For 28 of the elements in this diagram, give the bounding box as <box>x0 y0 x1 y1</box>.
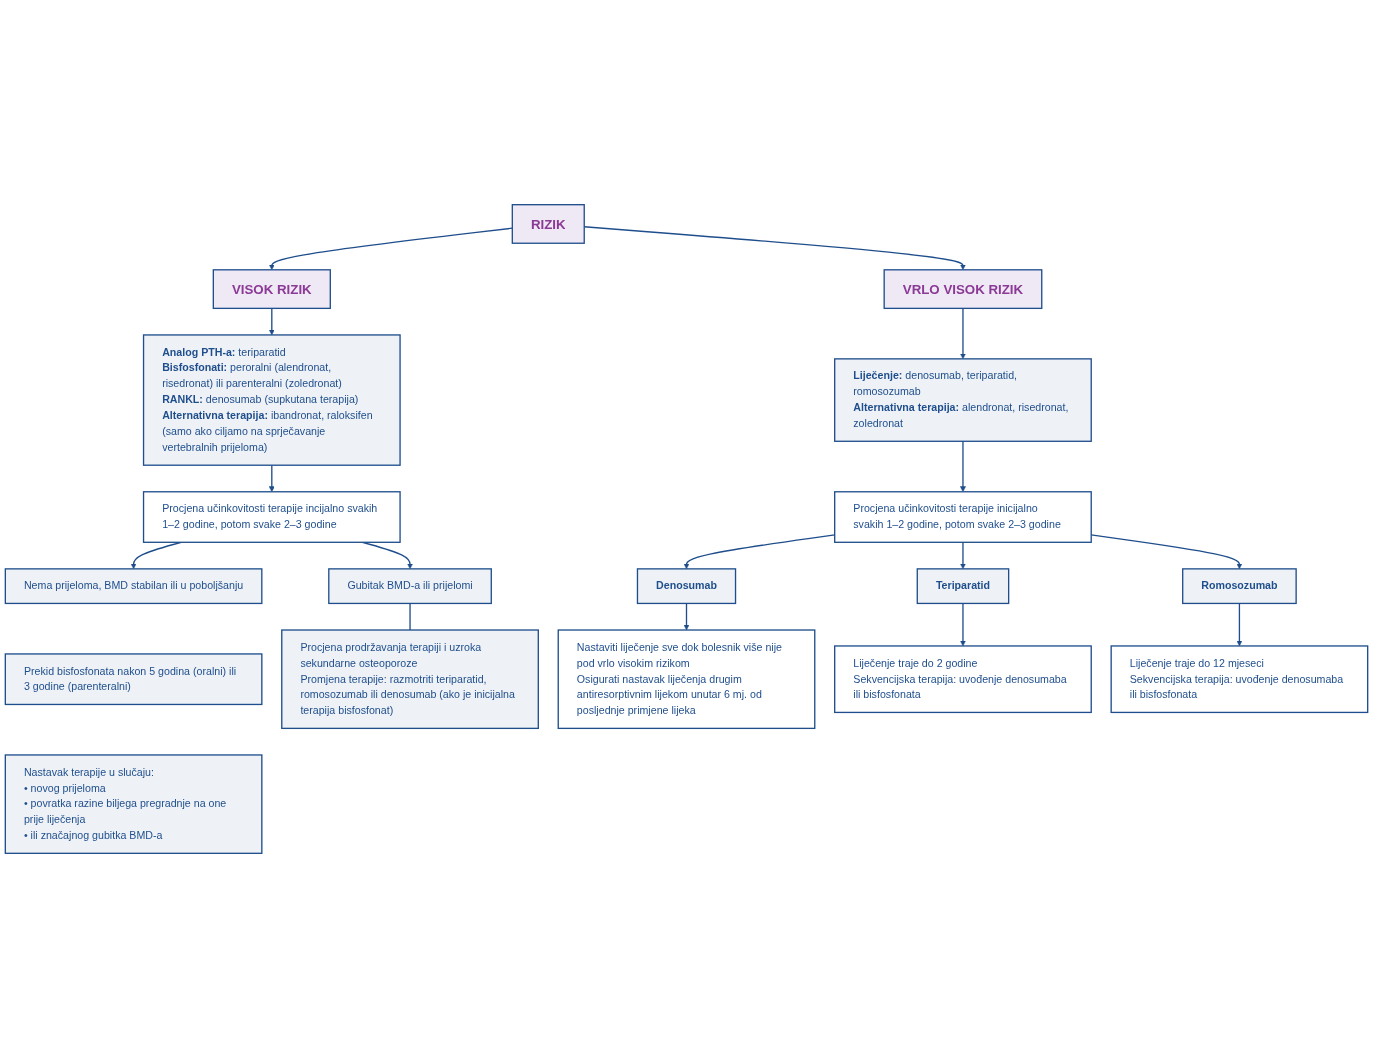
arrow <box>960 307 966 360</box>
arrow <box>268 464 275 493</box>
connector <box>409 602 411 631</box>
node-box: Romosozumab <box>1182 568 1297 605</box>
node-box: Analog PTH-a: teriparatid Bisfosfonati: peroralni (alendronat, risedronat) ili parenteralni (zoledronat) RANKL: denosumab (supkutana terapija) Alternativna terapija: ibandronat, raloksifen (samo ako ciljamo na sprječavanje vertebralnih prijeloma) <box>142 334 401 466</box>
node-box: Liječenje traje do 2 godine Sekvencijska terapija: uvođenje denosumaba ili bisfosfonata <box>834 645 1092 714</box>
arrow <box>268 227 513 271</box>
arrow <box>268 307 275 336</box>
node-box: RIZIK <box>511 204 585 244</box>
node-box: Liječenje: denosumab, teriparatid, romosozumab Alternativna terapija: alendronat, risedronat, zoledronat <box>834 358 1092 442</box>
node-box: Prekid bisfosfonata nakon 5 godina (oralni) ili 3 godine (parenteralni) <box>4 653 263 706</box>
node-box: Nastavak terapije u slučaju: • novog prijeloma • povratka razine biljega pregradnje na one prije liječenja • ili značajnog gubitka BMD-a <box>4 754 263 854</box>
arrow <box>683 602 690 631</box>
node-box: Gubitak BMD-a ili prijelomi <box>328 568 492 605</box>
node-box: Denosumab <box>636 568 737 605</box>
node-box: Nema prijeloma, BMD stabilan ili u poboljšanju <box>4 568 263 605</box>
arrow <box>960 541 966 570</box>
arrow <box>960 602 966 647</box>
node-box: Liječenje traje do 12 mjeseci Sekvencijska terapija: uvođenje denosumaba ili bisfosfonata <box>1110 645 1369 714</box>
node-box: Procjena prodržavanja terapiji i uzroka sekundarne osteoporoze Promjena terapije: razmotriti teriparatid, romosozumab ili denosumab (ako je inicijalna terapija bisfosfonat) <box>281 629 539 730</box>
node-box: VRLO VISOK RIZIK <box>883 269 1043 310</box>
node-box: VISOK RIZIK <box>212 269 331 310</box>
node-box: Procjena učinkovitosti terapije inicijalno svakih 1–2 godine, potom svake 2–3 godine <box>834 491 1092 543</box>
node-box: Procjena učinkovitosti terapije incijalno svakih 1–2 godine, potom svake 2–3 godine <box>142 491 401 543</box>
arrow <box>960 440 966 493</box>
node-box: Nastaviti liječenje sve dok bolesnik više nije pod vrlo visokim rizikom Osigurati nastavak liječenja drugim antiresorptivnim lijekom unutar 6 mj. od posljednje primjene lijeka <box>557 629 816 730</box>
arrow <box>1236 602 1243 647</box>
node-box: Teriparatid <box>916 568 1010 605</box>
